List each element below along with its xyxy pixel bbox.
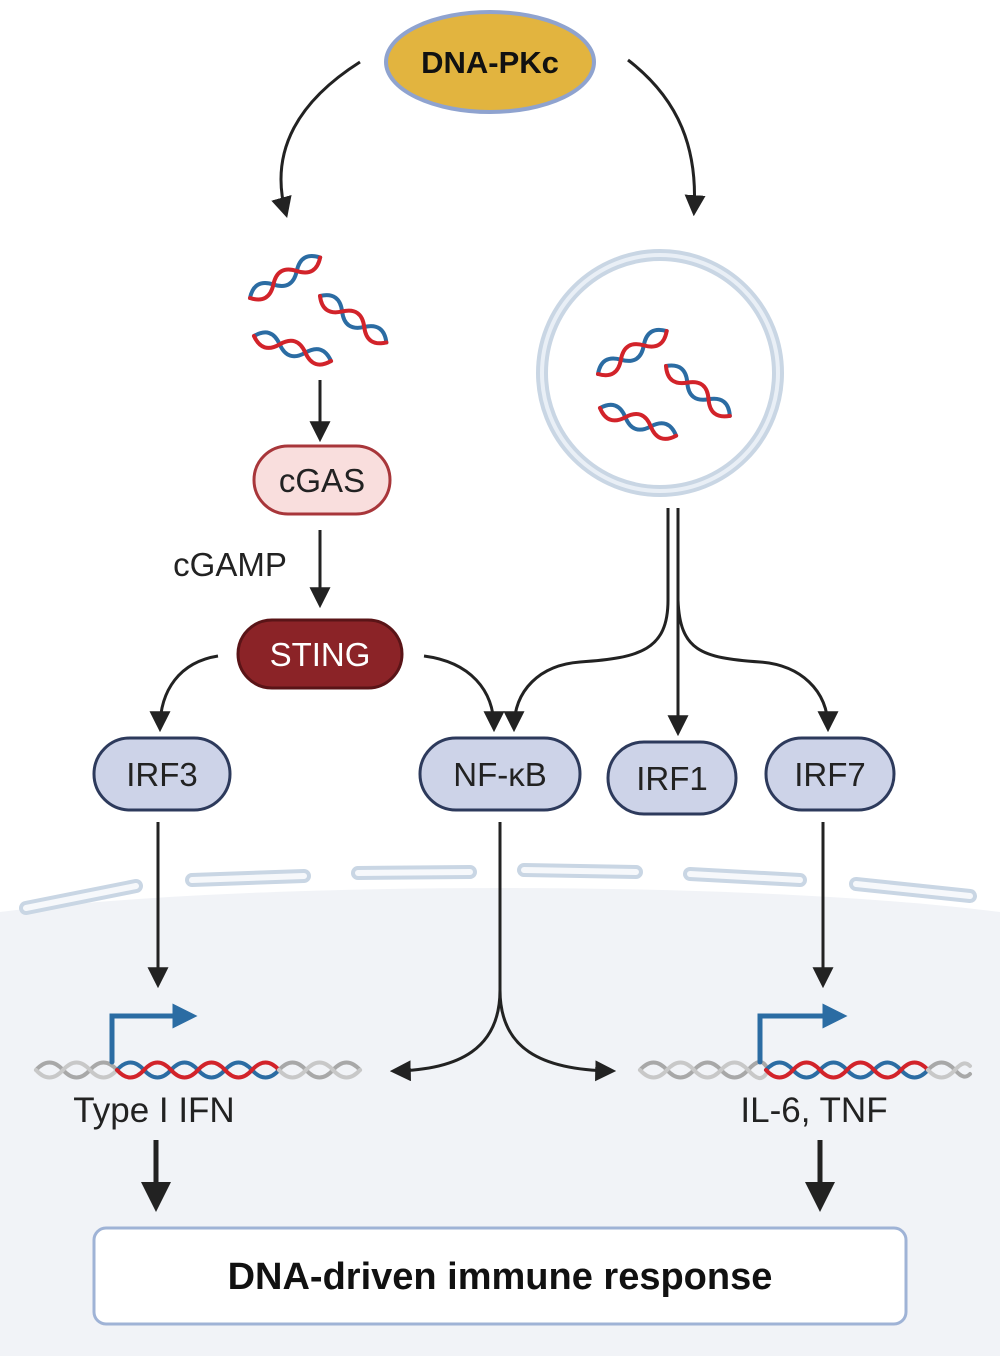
pathway-arrows — [147, 58, 839, 1082]
output-arrows — [141, 1140, 835, 1212]
irf3-label: IRF3 — [126, 756, 198, 793]
promoter-arrow-icon — [109, 1003, 198, 1065]
sting-node: STING — [236, 618, 404, 690]
outcome-box: DNA-driven immune response — [92, 1226, 908, 1326]
sting-label: STING — [270, 636, 371, 673]
arrow-dnapkc-to-cytosolic-dna — [271, 60, 361, 219]
arrow-sting-to-nfkb — [423, 654, 505, 733]
cgamp-label: cGAMP — [173, 546, 287, 583]
nfkb-label: NF-κB — [453, 756, 547, 793]
irf7-label: IRF7 — [794, 756, 866, 793]
gene-locus-left — [34, 1003, 362, 1080]
irf1-node: IRF1 — [606, 740, 738, 816]
dna-fragment — [664, 363, 732, 419]
arrow-dnapkc-to-micronucleus — [627, 58, 706, 217]
micronucleus-dna-fragments — [596, 327, 732, 441]
arrow-nfkb-split-right — [498, 989, 617, 1082]
micronucleus — [536, 249, 784, 497]
irf3-node: IRF3 — [92, 736, 232, 812]
dna-pkc-label: DNA-PKc — [421, 45, 559, 80]
arrow-micronucleus-to-irf7 — [676, 599, 839, 733]
dna-fragment — [596, 327, 669, 378]
cgas-node: cGAS — [252, 444, 392, 516]
dna-fragment — [248, 254, 323, 302]
gene-locus-right — [638, 1003, 972, 1081]
dna-fragment — [598, 402, 679, 441]
dna-fragment — [252, 330, 334, 367]
gene-label-left: Type I IFN — [73, 1091, 234, 1130]
dna-pkc-node: DNA-PKc — [384, 10, 596, 114]
gene-label-right: IL-6, TNF — [740, 1091, 887, 1130]
promoter-arrow-icon — [757, 1003, 848, 1065]
irf1-label: IRF1 — [636, 760, 708, 797]
nuclear-membrane — [19, 863, 977, 915]
irf7-node: IRF7 — [764, 736, 896, 812]
cytosolic-dna-fragments — [248, 254, 389, 367]
cgas-label: cGAS — [279, 462, 365, 499]
outcome-label: DNA-driven immune response — [228, 1256, 773, 1298]
arrow-micronucleus-stem-left — [503, 508, 670, 733]
arrow-sting-to-irf3 — [149, 654, 219, 733]
dna-fragment — [318, 293, 389, 346]
nfkb-node: NF-κB — [418, 736, 582, 812]
